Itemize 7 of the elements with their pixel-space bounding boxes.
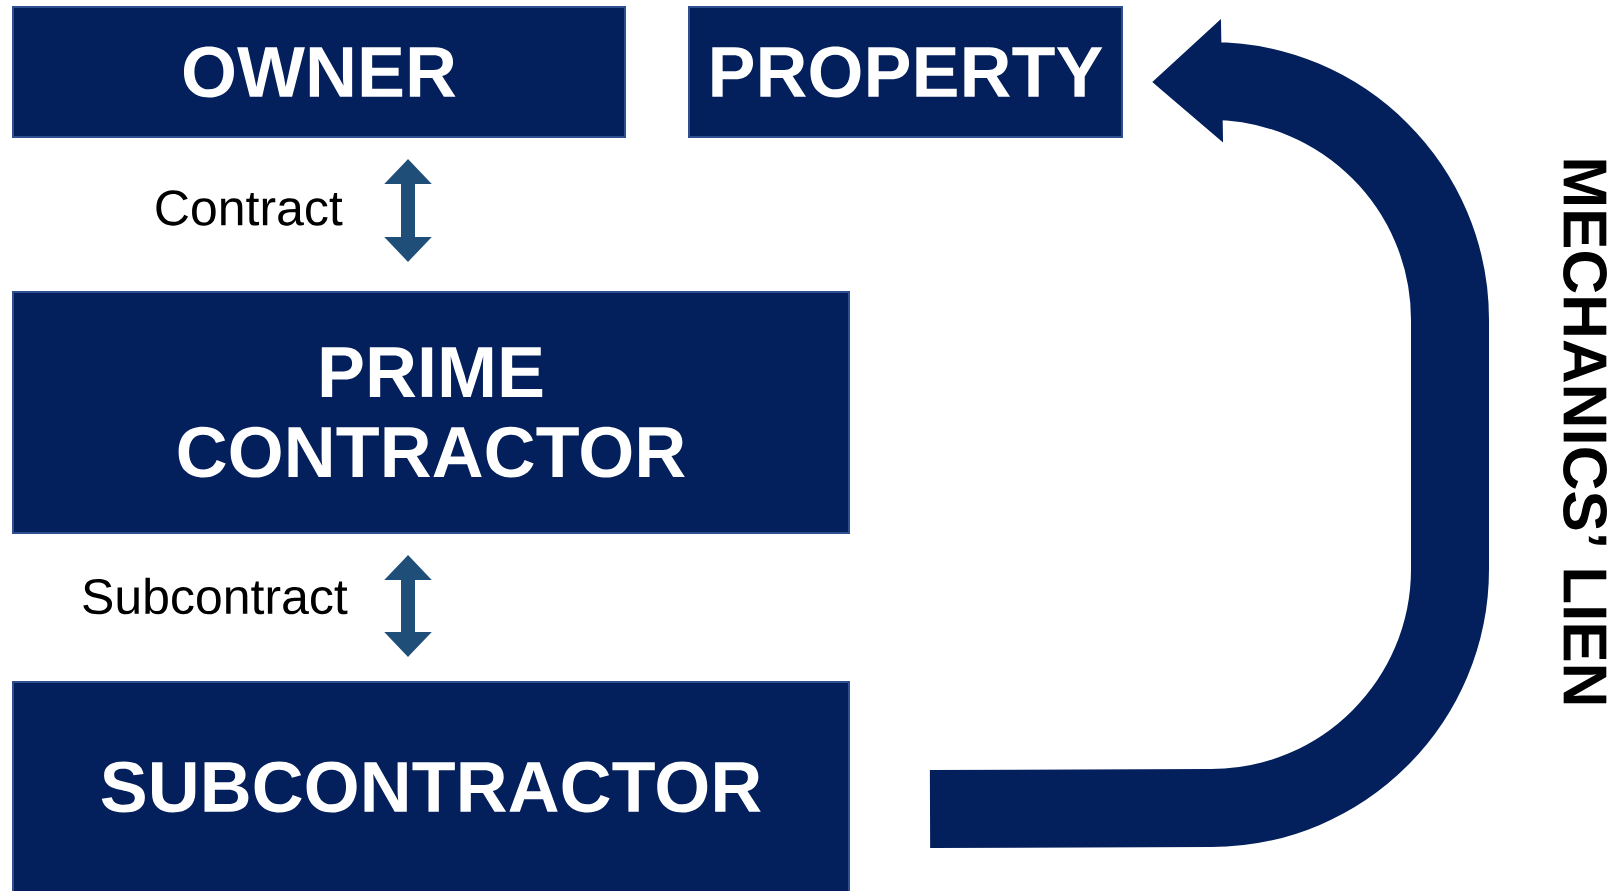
contractor-box: PRIME CONTRACTOR: [12, 291, 850, 534]
edge-label: MECHANICS’ LIEN: [1563, 160, 1607, 704]
edge-label: Subcontract: [83, 577, 348, 615]
edge-label: Contract: [156, 190, 343, 226]
property-box: PROPERTY: [688, 6, 1123, 138]
owner-box: OWNER: [12, 6, 626, 138]
subcontractor-box: SUBCONTRACTOR: [12, 681, 850, 891]
